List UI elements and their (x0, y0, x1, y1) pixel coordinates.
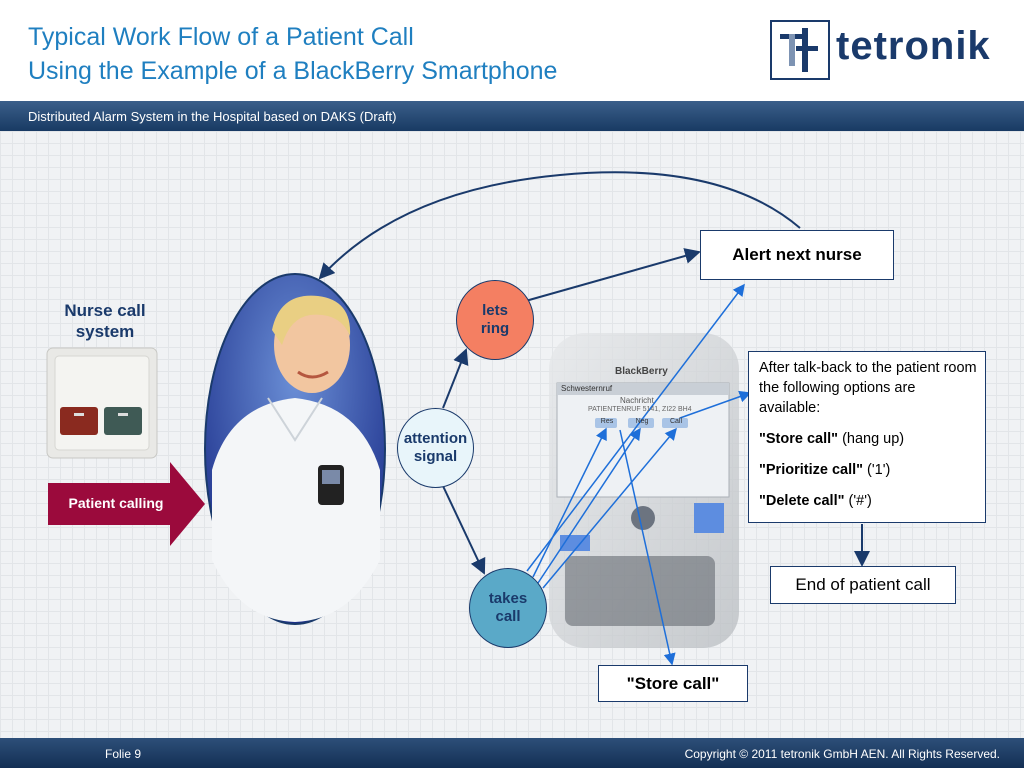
slide-title: Typical Work Flow of a Patient Call Usin… (28, 20, 557, 88)
option-store-call-label: "Store call" (759, 431, 839, 447)
takes-call-to-option3-arrow (542, 427, 677, 589)
phone-to-options-arrow (679, 390, 752, 419)
options-intro: After talk-back to the patient room the … (759, 360, 977, 416)
nurse-call-device-icon (46, 347, 158, 459)
phone-button-res: Res (600, 418, 614, 425)
option-prioritize-call-label: "Prioritize call" (759, 462, 864, 478)
ring-to-alert-arrow (521, 248, 701, 303)
takes-call-node: takes call (469, 568, 547, 648)
alert-next-nurse-box: Alert next nurse (700, 230, 894, 280)
store-call-label: "Store call" (626, 674, 720, 693)
copyright-text: Copyright © 2011 tetronik GmbH AEN. All … (684, 747, 1000, 761)
phone-header: Schwesternruf (561, 384, 613, 393)
nurse-photo (204, 273, 386, 625)
footer-bar: Folie 9 Copyright © 2011 tetronik GmbH A… (0, 738, 1024, 768)
end-of-patient-call-box: End of patient call (770, 566, 956, 604)
end-of-patient-call-label: End of patient call (795, 575, 931, 594)
subtitle-text: Distributed Alarm System in the Hospital… (28, 109, 397, 124)
takes-call-label: takes call (488, 590, 528, 625)
logo-text: tetronik (836, 24, 991, 68)
phone-brand: BlackBerry (615, 366, 668, 377)
attention-to-takes-call-arrow (442, 485, 486, 575)
options-box: After talk-back to the patient room the … (748, 351, 986, 523)
option-prioritize-call-key: ('1') (867, 462, 891, 478)
attention-to-ring-arrow (442, 348, 469, 409)
attention-signal-node: attention signal (397, 408, 474, 488)
lets-ring-node: lets ring (456, 280, 534, 360)
takes-call-to-option2-arrow (537, 427, 641, 584)
phone-button-call: Call (669, 418, 683, 425)
phone-message-text: PATIENTENRUF 5141, ZI22 BH4 (588, 406, 692, 413)
option-prioritize-call: "Prioritize call" ('1') (759, 460, 977, 480)
patient-calling-label: Patient calling (68, 495, 164, 511)
phone-message-title: Nachricht (620, 396, 654, 405)
patient-calling-arrow (48, 462, 205, 546)
slide-title-line1: Typical Work Flow of a Patient Call (28, 23, 414, 51)
option-store-call-key: (hang up) (842, 431, 905, 447)
logo-mark-icon (770, 20, 830, 80)
lets-ring-label: lets ring (480, 302, 510, 337)
option-store-call: "Store call" (hang up) (759, 429, 977, 449)
res-to-store-call-arrow (619, 429, 676, 666)
nurse-call-system-label: Nurse call system (64, 301, 146, 341)
blackberry-phone-icon (549, 333, 739, 648)
subtitle-bar: Distributed Alarm System in the Hospital… (0, 101, 1024, 131)
tetronik-logo: tetronik (770, 20, 1000, 80)
store-call-box: "Store call" (598, 665, 748, 702)
attention-signal-label: attention signal (403, 430, 468, 465)
takes-call-to-option1-arrow (532, 427, 607, 578)
option-delete-call-label: "Delete call" (759, 493, 845, 509)
phone-button-neg: Neg (635, 418, 649, 425)
option-delete-call-key: ('#') (848, 493, 872, 509)
slide-number: Folie 9 (105, 747, 142, 761)
alert-next-nurse-label: Alert next nurse (732, 245, 862, 264)
option-delete-call: "Delete call" ('#') (759, 491, 977, 511)
loop-back-arrow (318, 171, 801, 280)
slide-title-line2: Using the Example of a BlackBerry Smartp… (28, 57, 558, 85)
